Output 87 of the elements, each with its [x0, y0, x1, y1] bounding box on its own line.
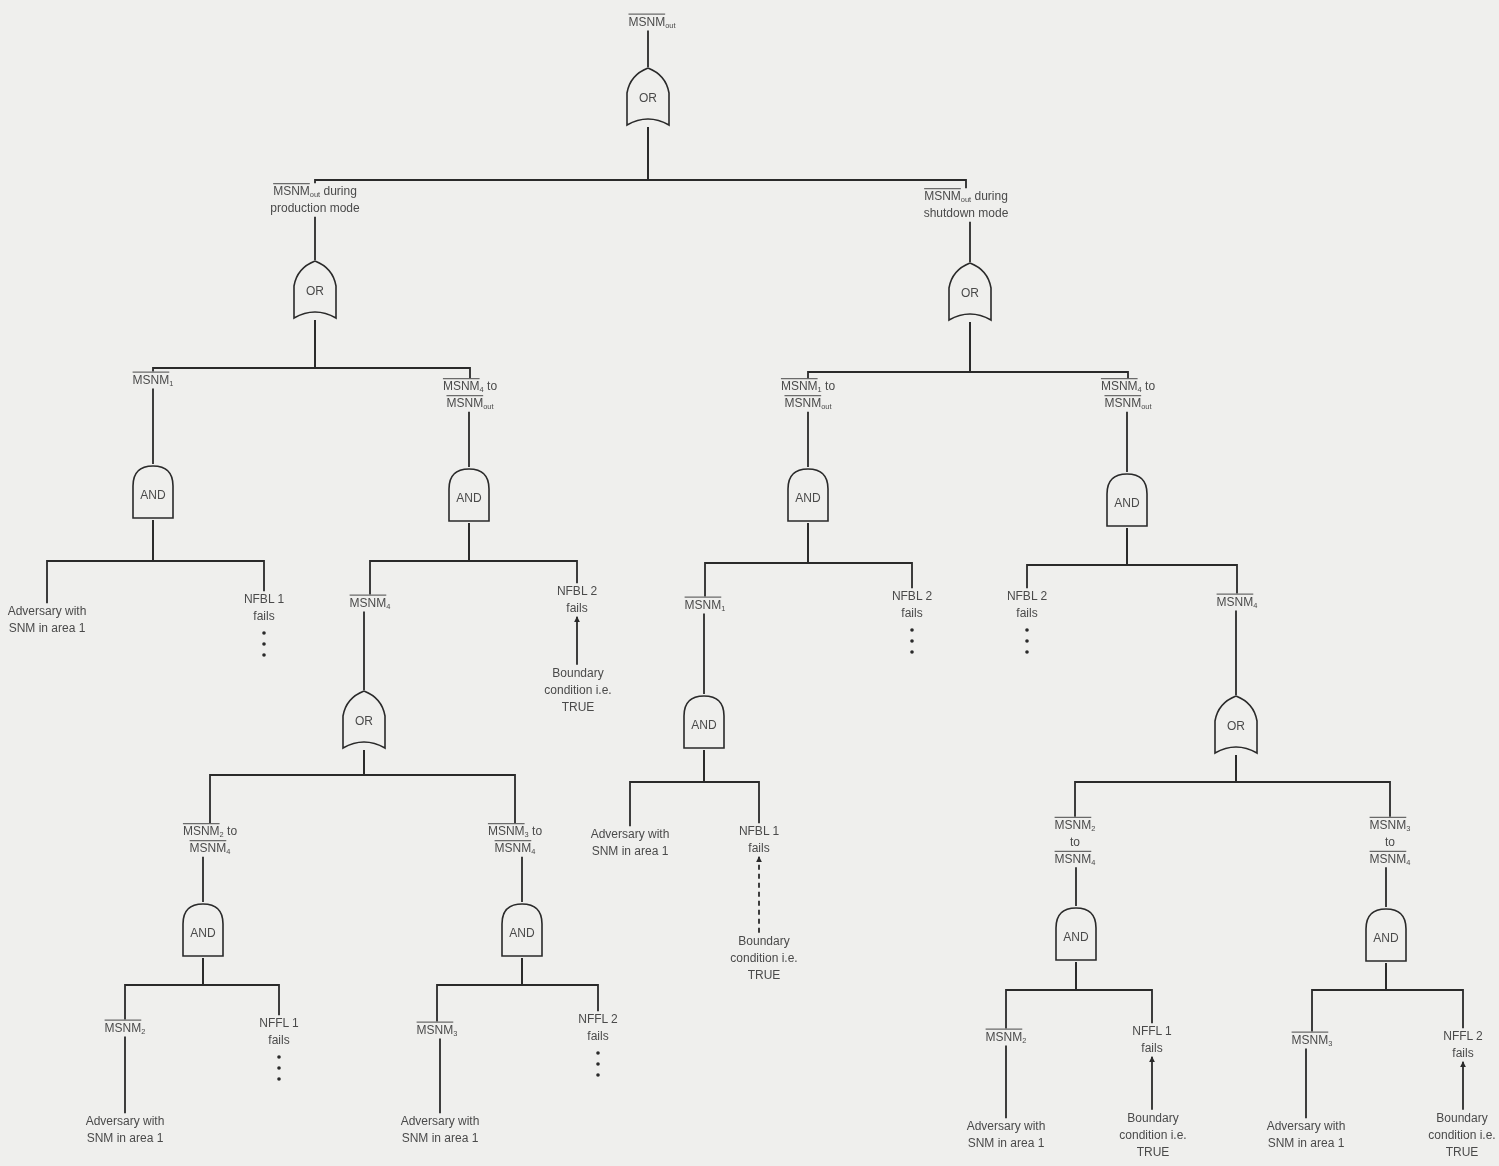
event-label: MSNM$_{2}$ to MSNM$_{4}$ — [171, 823, 249, 857]
event-label: NFBL 2 fails — [999, 588, 1055, 622]
connector-line — [202, 855, 204, 903]
event-label: Adversary with SNM in area 1 — [1266, 1118, 1346, 1152]
connector-line — [1126, 527, 1238, 595]
connector-line — [521, 855, 523, 903]
connector-line — [807, 522, 913, 590]
connector-line — [1385, 866, 1387, 908]
event-label: MSNM$_{4}$ to MSNM$_{out}$ — [1088, 378, 1168, 412]
event-label: MSNM$_{1}$ to MSNM$_{out}$ — [768, 378, 848, 412]
or-gate: OR — [948, 262, 992, 322]
event-label: MSNM$_{2}$ — [95, 1019, 155, 1037]
and-gate: AND — [682, 694, 726, 750]
event-label: MSNM$_{4}$ to MSNM$_{out}$ — [430, 378, 510, 412]
connector-line — [807, 410, 809, 468]
event-label: MSNM$_{out}$ during production mode — [257, 183, 373, 217]
and-gate: AND — [447, 467, 491, 523]
connector-line — [969, 321, 1129, 380]
event-label: Adversary with SNM in area 1 — [7, 603, 87, 637]
and-gate: AND — [1105, 472, 1149, 528]
connector-line — [202, 957, 280, 1017]
arrow — [1460, 1060, 1466, 1111]
event-label: MSNM$_{1}$ — [675, 596, 735, 614]
arrow — [756, 855, 762, 934]
connector-line — [521, 957, 599, 1013]
arrow — [574, 615, 580, 666]
connector-line — [1235, 754, 1391, 818]
event-label: MSNM$_{2}$ — [976, 1028, 1036, 1046]
connector-line — [124, 1035, 126, 1115]
arrow — [1149, 1055, 1155, 1111]
or-gate: OR — [626, 67, 670, 127]
event-label: NFFL 2 fails — [570, 1011, 626, 1045]
or-gate: OR — [1214, 695, 1258, 755]
event-label: Adversary with SNM in area 1 — [85, 1113, 165, 1147]
event-label: MSNM$_{4}$ — [1207, 593, 1267, 611]
connector-line — [314, 215, 316, 261]
connector-line — [1075, 961, 1153, 1025]
event-label: NFFL 1 fails — [1124, 1023, 1180, 1057]
connector-line — [1385, 962, 1464, 1030]
event-label: NFBL 2 fails — [549, 583, 605, 617]
connector-line — [703, 612, 705, 695]
event-label: Boundary condition i.e. TRUE — [724, 932, 804, 984]
connector-line — [468, 410, 470, 468]
and-gate: AND — [181, 902, 225, 958]
event-label: MSNM$_{2}$ to MSNM$_{4}$ — [1050, 816, 1100, 868]
event-label: Boundary condition i.e. TRUE — [1113, 1109, 1193, 1161]
event-label: MSNM$_{out}$ during shutdown mode — [903, 188, 1029, 222]
connector-line — [703, 749, 760, 825]
event-label: MSNM$_{out}$ — [612, 13, 692, 31]
and-gate: AND — [131, 464, 175, 520]
event-label: NFBL 1 fails — [731, 823, 787, 857]
event-label: MSNM$_{4}$ — [340, 594, 400, 612]
event-label: NFBL 2 fails — [884, 588, 940, 622]
and-gate: AND — [1364, 907, 1408, 963]
connector-line — [468, 522, 578, 585]
or-gate: OR — [293, 260, 337, 320]
and-gate: AND — [1054, 906, 1098, 962]
event-label: MSNM$_{3}$ — [407, 1021, 467, 1039]
and-gate: AND — [786, 467, 830, 523]
connector-line — [1005, 1044, 1007, 1120]
connector-line — [1305, 1047, 1307, 1120]
event-label: MSNM$_{3}$ to MSNM$_{4}$ — [1365, 816, 1415, 868]
event-label: Adversary with SNM in area 1 — [966, 1118, 1046, 1152]
event-label: MSNM$_{3}$ — [1282, 1031, 1342, 1049]
connector-line — [363, 749, 516, 825]
event-label: NFFL 2 fails — [1435, 1028, 1491, 1062]
connector-line — [647, 126, 967, 190]
event-label: MSNM$_{1}$ — [118, 371, 188, 389]
connector-line — [363, 610, 365, 691]
and-gate: AND — [500, 902, 544, 958]
connector-line — [1235, 609, 1237, 696]
or-gate: OR — [342, 690, 386, 750]
connector-line — [152, 387, 154, 465]
connector-line — [647, 29, 649, 68]
connector-line — [1126, 410, 1128, 473]
event-label: Adversary with SNM in area 1 — [400, 1113, 480, 1147]
connector-line — [969, 220, 971, 263]
event-label: Adversary with SNM in area 1 — [590, 826, 670, 860]
connector-line — [314, 319, 471, 380]
event-label: NFBL 1 fails — [236, 591, 292, 625]
connector-line — [439, 1037, 441, 1115]
event-label: Boundary condition i.e. TRUE — [1422, 1109, 1499, 1161]
event-label: Boundary condition i.e. TRUE — [538, 664, 618, 716]
event-label: NFFL 1 fails — [251, 1015, 307, 1049]
event-label: MSNM$_{3}$ to MSNM$_{4}$ — [476, 823, 554, 857]
connector-line — [1075, 866, 1077, 907]
connector-line — [152, 519, 265, 593]
